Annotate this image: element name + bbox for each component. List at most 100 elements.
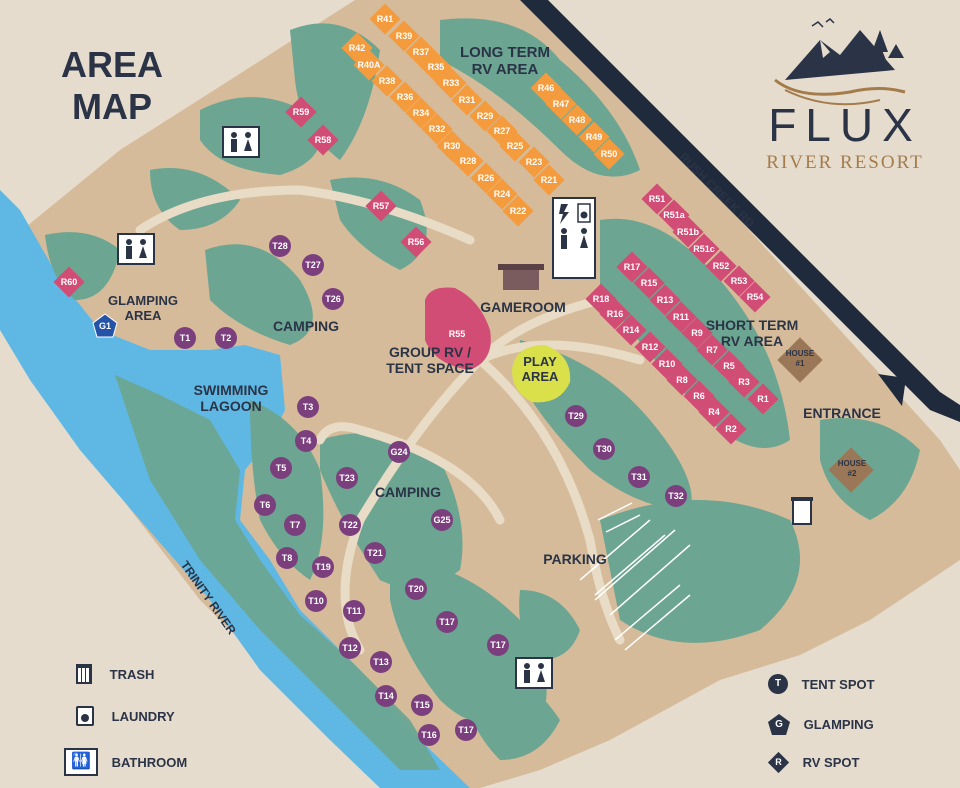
glamping-pin[interactable]: G24 xyxy=(388,441,410,463)
rv-spot-pin[interactable]: R36 xyxy=(389,81,421,113)
tent-spot-pin[interactable]: T29 xyxy=(565,405,587,427)
tent-spot-pin[interactable]: T17 xyxy=(455,719,477,741)
tent-spot-pin[interactable]: T30 xyxy=(593,438,615,460)
rv-spot-label: R51a xyxy=(663,210,686,220)
rv-spot-pin[interactable]: R34 xyxy=(405,97,437,129)
tent-spot-pin[interactable]: T31 xyxy=(628,466,650,488)
tent-spot-pin[interactable]: T13 xyxy=(370,651,392,673)
rv-spot-label: R52 xyxy=(713,261,730,271)
rv-spot-label: R2 xyxy=(725,424,737,434)
rv-spot-pin[interactable]: R28 xyxy=(452,145,484,177)
tent-spot-pin[interactable]: T26 xyxy=(322,288,344,310)
rv-spot-marker xyxy=(389,81,421,113)
rv-spot-pin[interactable]: R41 xyxy=(369,3,401,35)
office-building[interactable] xyxy=(552,197,596,279)
tent-spot-pin[interactable]: T16 xyxy=(418,724,440,746)
bathroom-icon[interactable] xyxy=(515,657,553,689)
rv-spot-label: R46 xyxy=(538,83,555,93)
rv-spot-pin[interactable]: R58 xyxy=(307,124,339,156)
rv-spot-pin[interactable]: R33 xyxy=(435,67,467,99)
tent-spot-pin[interactable]: T14 xyxy=(375,685,397,707)
rv-spot-marker xyxy=(365,190,397,222)
tent-spot-pin[interactable]: T7 xyxy=(284,514,306,536)
tent-spot-pin[interactable]: T20 xyxy=(405,578,427,600)
rv-spot-pin[interactable]: R39 xyxy=(388,20,420,52)
area-label-parking: PARKING xyxy=(543,551,607,567)
area-label-entrance: ENTRANCE xyxy=(803,405,881,421)
tent-spot-pin[interactable]: T15 xyxy=(411,694,433,716)
rv-spot-label: R56 xyxy=(408,237,425,247)
rv-spot-label: R17 xyxy=(624,262,641,272)
rv-spot-label: R31 xyxy=(459,95,476,105)
rv-spot-pin[interactable]: R38 xyxy=(371,65,403,97)
tent-spot-pin[interactable]: T17 xyxy=(487,634,509,656)
legend-laundry-label: LAUNDRY xyxy=(111,708,175,724)
tent-spot-pin[interactable]: T2 xyxy=(215,327,237,349)
tent-spot-pin[interactable]: T17 xyxy=(436,611,458,633)
tent-spot-label: T20 xyxy=(408,584,424,594)
tent-spot-pin[interactable]: T22 xyxy=(339,514,361,536)
tent-spot-marker xyxy=(375,685,397,707)
tent-spot-label: T21 xyxy=(367,548,383,558)
rv-spot-label: R37 xyxy=(413,47,430,57)
rv-spot-pin[interactable]: R59 xyxy=(285,96,317,128)
area-label-house-2-line2: #2 xyxy=(848,469,857,478)
tent-spot-label: T15 xyxy=(414,700,430,710)
tent-spot-pin[interactable]: T1 xyxy=(174,327,196,349)
legend-bathroom: 🚻 BATHROOM xyxy=(64,748,187,776)
glamping-pin[interactable]: G25 xyxy=(431,509,453,531)
glamping-pin[interactable]: G1 xyxy=(92,313,118,338)
area-label-swimming-lagoon-line1: SWIMMING xyxy=(194,382,269,398)
tent-spot-pin[interactable]: T28 xyxy=(269,235,291,257)
rv-spot-label: R28 xyxy=(460,156,477,166)
rv-spot-pin[interactable]: R40A xyxy=(353,49,385,81)
tent-spot-pin[interactable]: T11 xyxy=(343,600,365,622)
tent-spot-pin[interactable]: T10 xyxy=(305,590,327,612)
trash-icon[interactable] xyxy=(791,497,813,525)
rv-spot-pin[interactable]: R32 xyxy=(421,113,453,145)
tent-spot-pin[interactable]: T8 xyxy=(276,547,298,569)
tent-spot-pin[interactable]: T3 xyxy=(297,396,319,418)
tent-spot-label: T32 xyxy=(668,491,684,501)
rv-spot-marker xyxy=(353,49,385,81)
tent-spot-marker xyxy=(297,396,319,418)
rv-spot-pin[interactable]: R57 xyxy=(365,190,397,222)
area-label-play-area-line1: PLAY xyxy=(523,354,557,369)
rv-spot-label: R42 xyxy=(349,43,366,53)
tent-spot-pin[interactable]: T27 xyxy=(302,254,324,276)
rv-spot-pin[interactable]: R29 xyxy=(469,100,501,132)
bathroom-icon[interactable] xyxy=(117,233,155,265)
rv-spot-marker xyxy=(486,178,518,210)
rv-spot-pin[interactable]: R60 xyxy=(53,266,85,298)
rv-spot-pin[interactable]: R31 xyxy=(451,84,483,116)
area-label-parking-line1: PARKING xyxy=(543,551,607,567)
area-label-group-rv: GROUP RV /TENT SPACE xyxy=(386,344,474,376)
tent-spot-pin[interactable]: T4 xyxy=(295,430,317,452)
tent-spot-pin[interactable]: T5 xyxy=(270,457,292,479)
tent-spot-label: T1 xyxy=(180,333,191,343)
tent-spot-pin[interactable]: T23 xyxy=(336,467,358,489)
tent-spot-marker xyxy=(312,556,334,578)
tent-spot-pin[interactable]: T21 xyxy=(364,542,386,564)
tent-spot-pin[interactable]: T32 xyxy=(665,485,687,507)
tent-spot-pin[interactable]: T19 xyxy=(312,556,334,578)
bathroom-icon[interactable] xyxy=(222,126,260,158)
rv-spot-pin[interactable]: R26 xyxy=(470,162,502,194)
brand-name: FLUX xyxy=(768,99,922,151)
tent-spot-pin[interactable]: T6 xyxy=(254,494,276,516)
rv-spot-pin[interactable]: R56 xyxy=(400,226,432,258)
tent-spot-marker xyxy=(295,430,317,452)
tent-spot-label: T31 xyxy=(631,472,647,482)
brand-subtitle: RIVER RESORT xyxy=(766,152,924,173)
tent-spot-label: T17 xyxy=(439,617,455,627)
rv-spot-pin[interactable]: R55 xyxy=(441,318,473,350)
rv-spot-pin[interactable]: R24 xyxy=(486,178,518,210)
tent-spot-pin[interactable]: T12 xyxy=(339,637,361,659)
area-label-camping-center-line1: CAMPING xyxy=(375,484,441,500)
tent-spot-label: T5 xyxy=(276,463,287,473)
area-label-house-1-line1: HOUSE xyxy=(786,349,815,358)
tent-spot-label: T17 xyxy=(490,640,506,650)
rv-spot-marker xyxy=(53,266,85,298)
